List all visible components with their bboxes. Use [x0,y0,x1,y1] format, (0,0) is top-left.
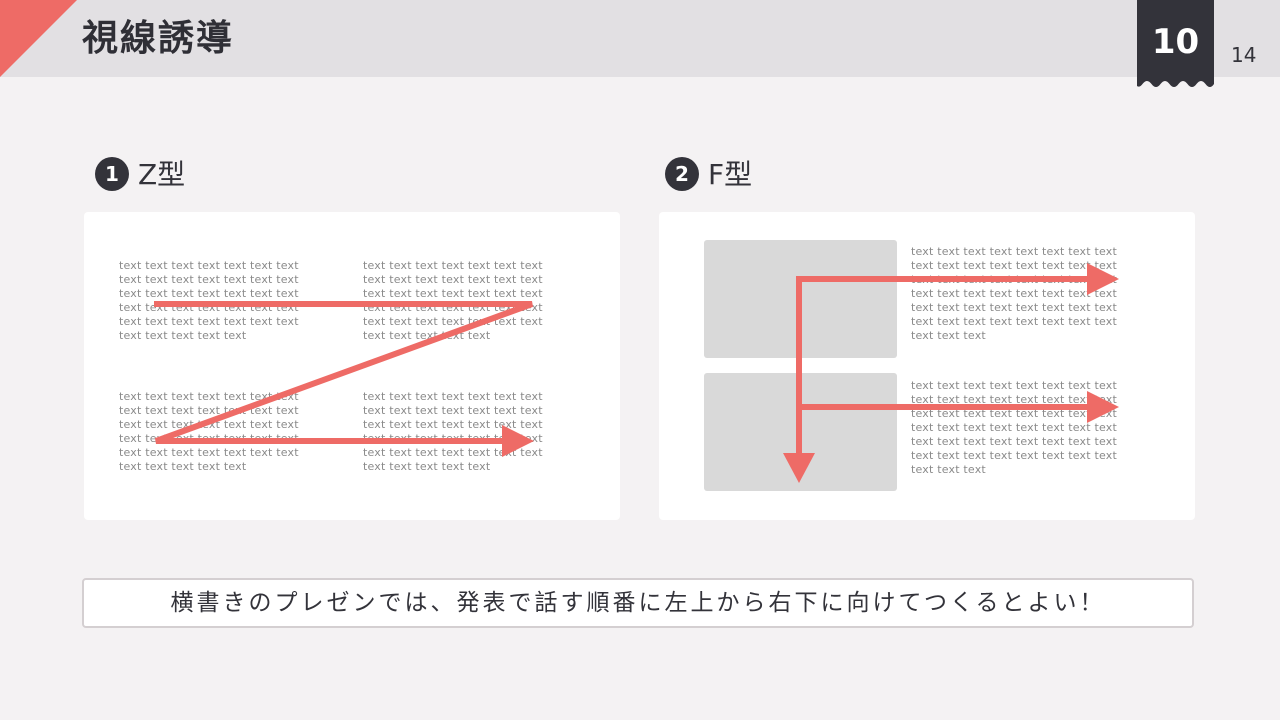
z-text-block-bottom-right: text text text text text text text text … [363,390,543,473]
f-arrow-icon [783,263,1119,483]
section-label: F型 [708,158,753,191]
f-pattern-panel: text text text text text text text text … [659,212,1195,520]
z-pattern-panel: text text text text text text text text … [84,212,620,520]
z-text-block-top-left: text text text text text text text text … [119,259,299,342]
page-title: 視線誘導 [82,18,235,59]
z-text-block-bottom-left: text text text text text text text text … [119,390,299,473]
corner-accent [0,0,77,77]
f-text-block-top: text text text text text text text text … [911,245,1117,342]
section-number: 10 [1151,22,1200,62]
page-number: 14 [1231,43,1257,67]
header-bar [0,0,1280,77]
footer-note: 横書きのプレゼンでは、発表で話す順番に左上から右下に向けてつくるとよい！ [82,578,1194,628]
z-arrow-icon [154,301,534,457]
section-number-badge: 1 [95,157,129,191]
section-label: Z型 [138,158,186,191]
section-number-tab: 10 [1137,0,1214,90]
tab-shape [1137,0,1214,87]
section-number-badge: 2 [665,157,699,191]
